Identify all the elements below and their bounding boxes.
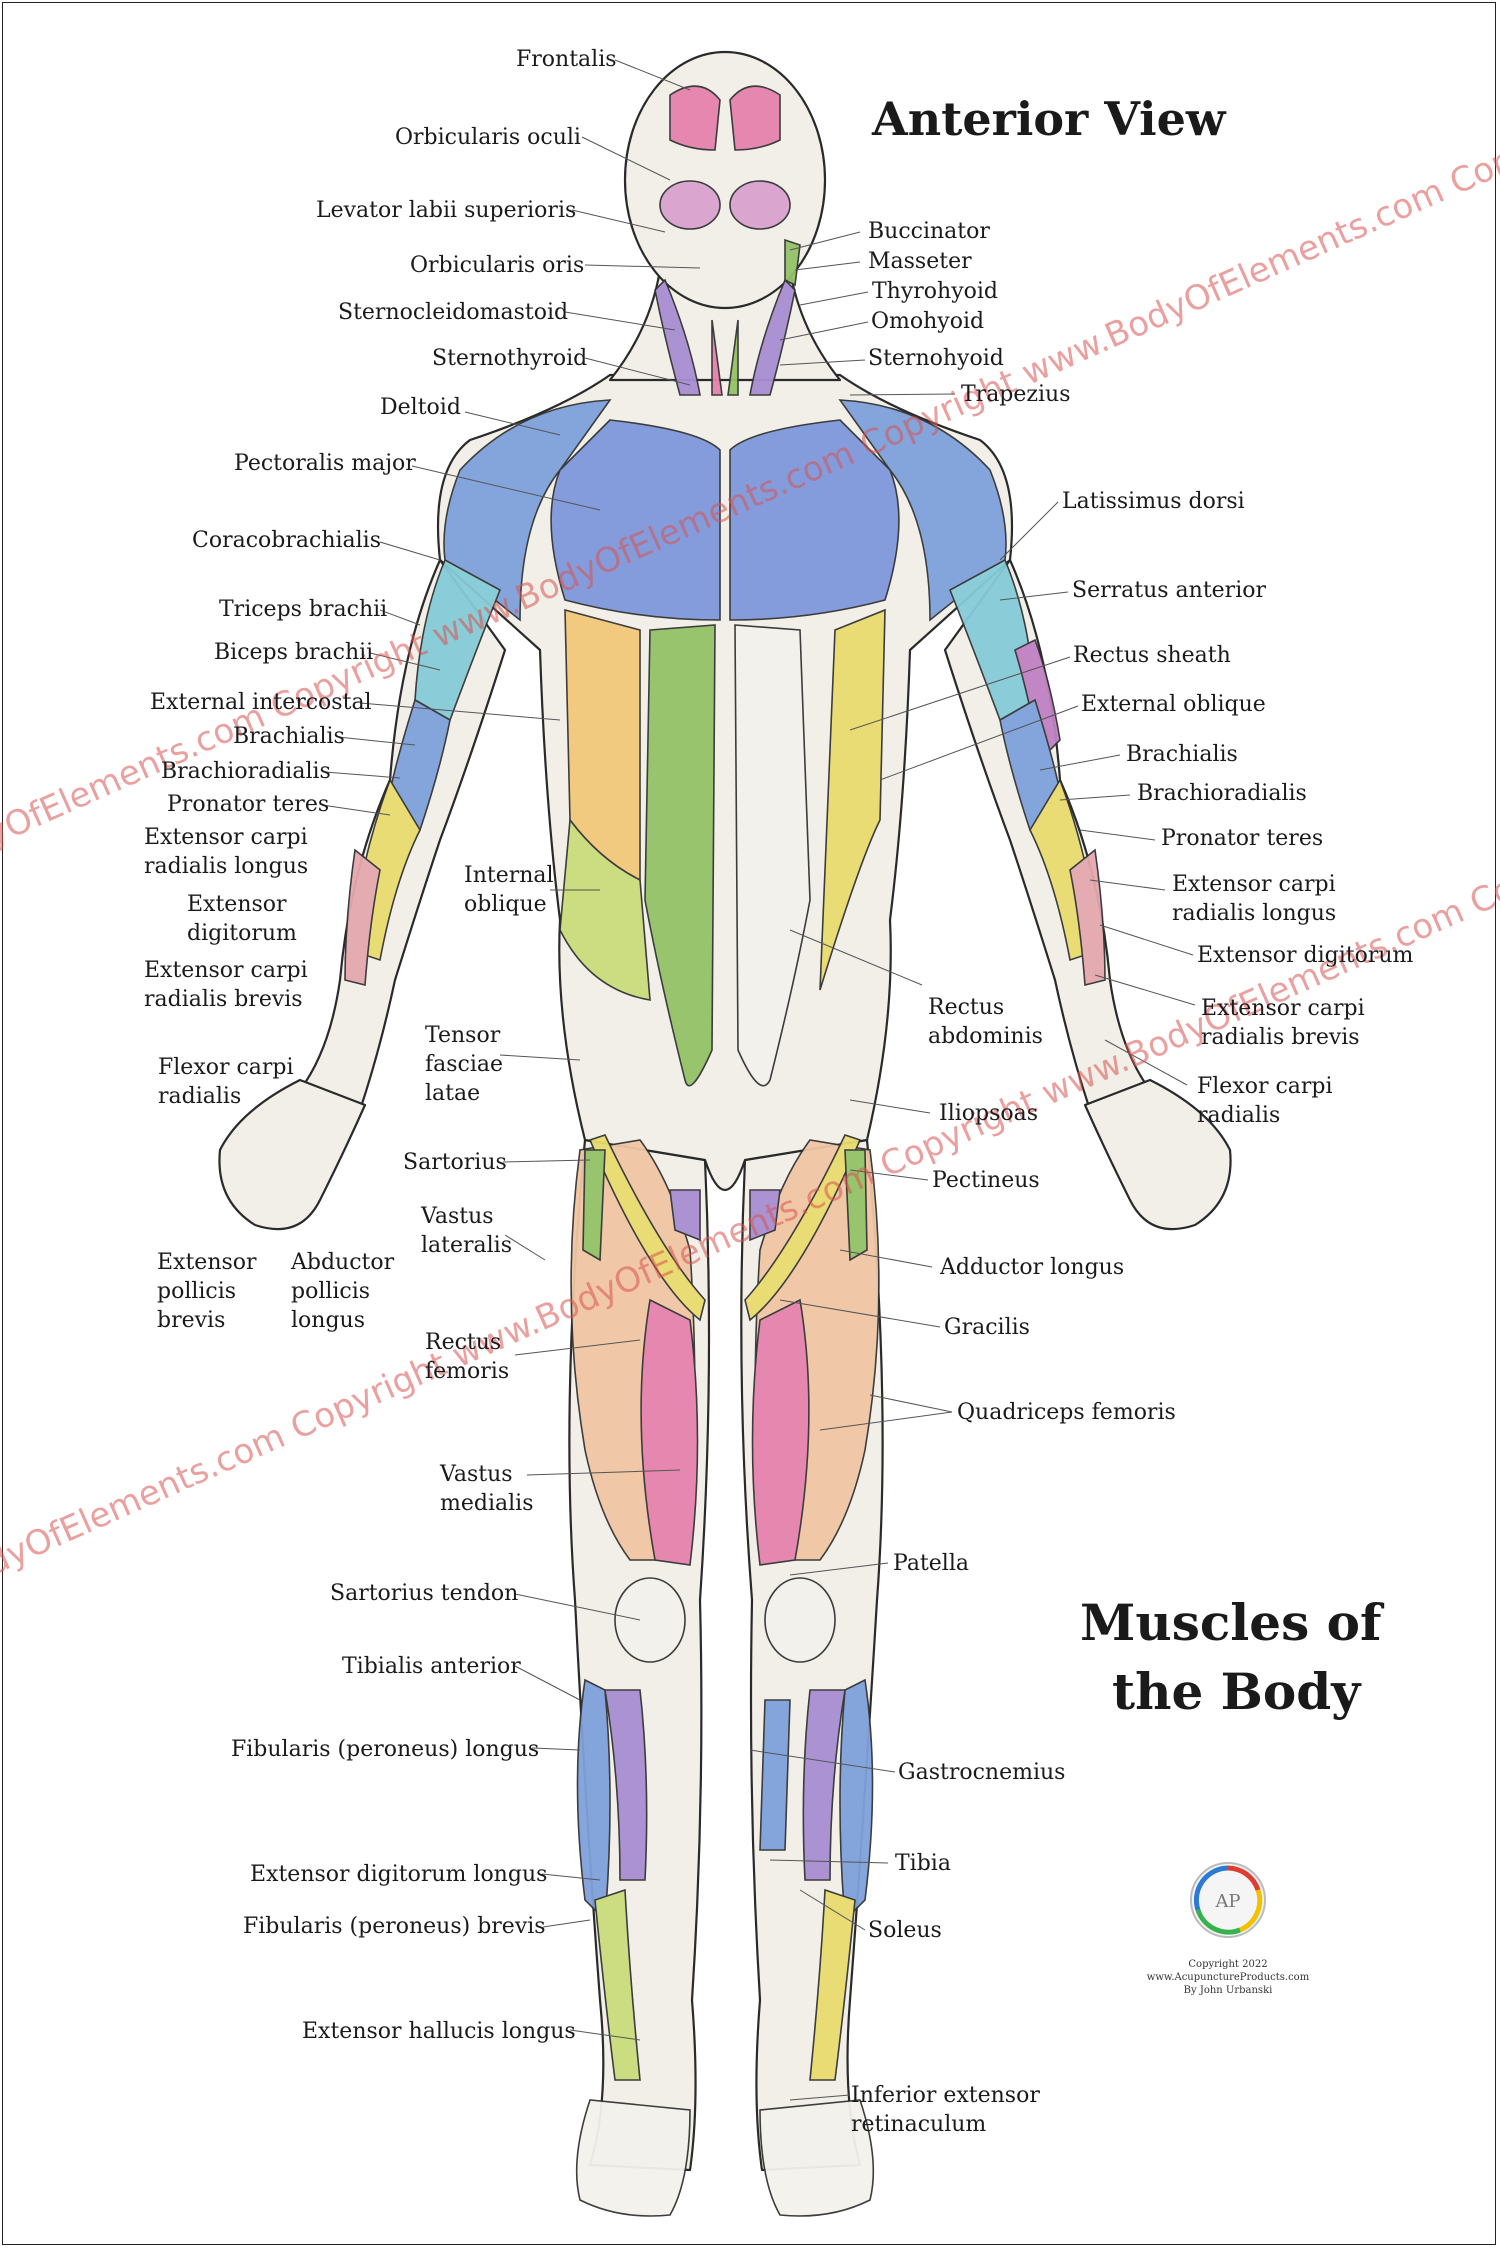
page-title: Anterior View [872,92,1226,146]
label-frontalis: Frontalis [516,47,617,72]
label-soleus: Soleus [868,1918,942,1943]
label-biceps-brachii: Biceps brachii [214,640,374,665]
label-tibia: Tibia [895,1851,951,1876]
label-triceps-brachii: Triceps brachii [219,597,388,622]
label-flexor-carpi-radialis-right: Flexor carpi radialis [1197,1074,1333,1128]
label-abductor-pollicis-longus: Abductor pollicis longus [291,1250,395,1333]
label-internal-oblique: Internal oblique [464,863,554,917]
label-thyrohyoid: Thyrohyoid [872,279,998,304]
label-buccinator: Buccinator [868,219,990,244]
label-fibularis-longus: Fibularis (peroneus) longus [231,1737,540,1762]
subtitle-line-1: Muscles of [1080,1593,1382,1652]
label-pectineus: Pectineus [932,1168,1040,1193]
label-extensor-digitorum-left: Extensor digitorum [187,892,297,946]
label-vastus-medialis: Vastus medialis [440,1462,534,1516]
label-gastrocnemius: Gastrocnemius [898,1760,1066,1785]
label-adductor-longus: Adductor longus [940,1255,1125,1280]
label-rectus-abdominis: Rectus abdominis [928,995,1043,1049]
label-brachialis-left: Brachialis [233,724,345,749]
label-masseter: Masseter [868,249,972,274]
label-ecrb-left: Extensor carpi radialis brevis [144,958,308,1012]
label-gracilis: Gracilis [944,1315,1030,1340]
label-vastus-lateralis: Vastus lateralis [421,1204,513,1258]
left-hand [218,1078,367,1231]
label-sartorius: Sartorius [403,1150,507,1175]
label-sternocleidomastoid: Sternocleidomastoid [338,300,569,325]
label-extensor-digitorum-longus: Extensor digitorum longus [250,1862,548,1887]
label-orbicularis-oris: Orbicularis oris [410,253,585,278]
right-deltoid [838,399,1007,622]
label-pectoralis-major: Pectoralis major [234,451,416,476]
left-deltoid [443,399,612,622]
subtitle-line-2: the Body [1112,1662,1361,1721]
rectus-sheath-right [734,624,811,1087]
label-serratus-anterior: Serratus anterior [1072,578,1266,603]
label-levator-labii: Levator labii superioris [316,198,577,223]
copyright-line-3: By John Urbanski [1183,1985,1273,1996]
label-pronator-teres-left: Pronator teres [167,792,330,817]
label-quadriceps-femoris: Quadriceps femoris [957,1400,1176,1425]
label-external-oblique: External oblique [1081,692,1266,717]
label-ecrl-right: Extensor carpi radialis longus [1172,872,1337,926]
ap-logo: AP [1190,1862,1266,1938]
label-inferior-extensor-retinaculum: Inferior extensor retinaculum [851,2083,1040,2137]
label-latissimus-dorsi: Latissimus dorsi [1062,489,1245,514]
right-hand [1083,1078,1232,1231]
label-orbicularis-oculi: Orbicularis oculi [395,125,581,150]
label-extensor-digitorum-right: Extensor digitorum [1197,943,1414,968]
label-ecrb-right: Extensor carpi radialis brevis [1201,996,1365,1050]
label-deltoid: Deltoid [380,395,461,420]
label-patella: Patella [893,1551,969,1576]
label-pronator-teres-right: Pronator teres [1161,826,1324,851]
right-pectoral [729,419,900,621]
label-fibularis-brevis: Fibularis (peroneus) brevis [243,1914,546,1939]
label-brachioradialis-left: Brachioradialis [161,759,331,784]
label-tibialis-anterior: Tibialis anterior [342,1654,521,1679]
rectus-abdominis-left [644,624,716,1087]
label-omohyoid: Omohyoid [871,309,985,334]
label-trapezius: Trapezius [961,382,1071,407]
copyright-line-2: www.AcupunctureProducts.com [1146,1972,1310,1983]
label-tensor-fasciae-latae: Tensor fasciae latae [425,1023,504,1106]
label-iliopsoas: Iliopsoas [939,1101,1039,1126]
label-coracobrachialis: Coracobrachialis [192,528,381,553]
label-sartorius-tendon: Sartorius tendon [330,1581,519,1606]
left-pectoral [550,419,721,621]
label-extensor-pollicis-brevis: Extensor pollicis brevis [157,1250,257,1333]
logo-letters: AP [1214,1891,1240,1912]
label-brachialis-right: Brachialis [1126,742,1238,767]
label-brachioradialis-right: Brachioradialis [1137,781,1307,806]
label-ecrl-left: Extensor carpi radialis longus [144,825,309,879]
label-rectus-femoris: Rectus femoris [425,1330,510,1384]
label-external-intercostal: External intercostal [150,690,372,715]
label-sternothyroid: Sternothyroid [432,346,588,371]
label-rectus-sheath: Rectus sheath [1073,643,1231,668]
label-flexor-carpi-radialis-left: Flexor carpi radialis [158,1055,294,1109]
copyright-line-1: Copyright 2022 [1188,1959,1268,1970]
label-sternohyoid: Sternohyoid [868,346,1004,371]
label-extensor-hallucis-longus: Extensor hallucis longus [302,2019,576,2044]
